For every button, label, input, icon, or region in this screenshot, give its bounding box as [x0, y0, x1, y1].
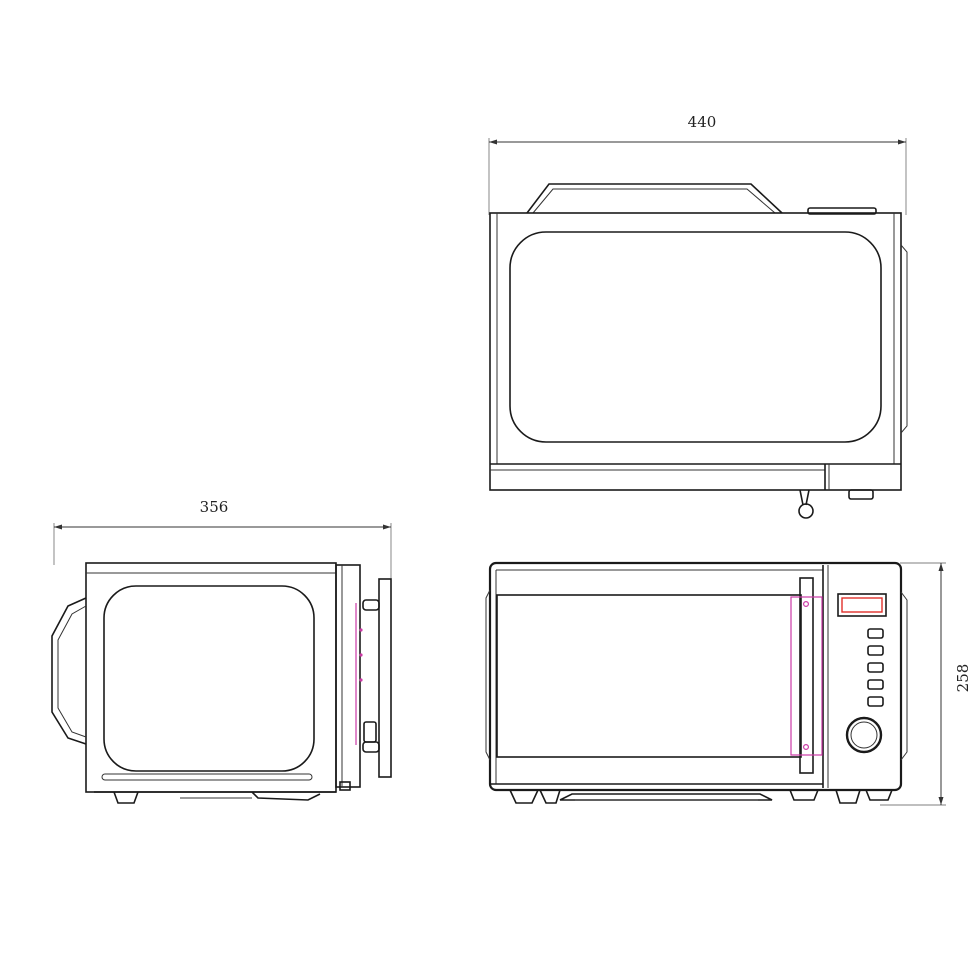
control-button-1	[867, 628, 884, 639]
depth-dimension-label: 356	[200, 498, 229, 516]
door-handle-tip	[799, 489, 810, 506]
front-window	[496, 594, 802, 758]
control-button-2	[867, 645, 884, 656]
top-view: 440	[488, 113, 908, 519]
front-view: 258	[485, 561, 972, 806]
height-dimension-label: 258	[954, 664, 972, 693]
control-knob	[845, 716, 883, 754]
knob-bottom	[848, 489, 874, 500]
top-handle	[526, 183, 783, 214]
side-door-edge	[335, 564, 361, 788]
control-button-5	[867, 696, 884, 707]
side-view: 356	[51, 498, 392, 804]
side-body	[85, 562, 337, 793]
front-door-handle	[799, 577, 814, 774]
top-knob-bump	[807, 207, 877, 215]
width-dimension-label: 440	[688, 113, 717, 131]
top-body	[489, 212, 902, 491]
side-panel	[103, 585, 315, 772]
side-handle	[51, 597, 87, 745]
side-door-handle	[378, 578, 392, 778]
front-foot-left	[509, 789, 539, 804]
display-screen	[841, 597, 883, 613]
top-window	[509, 231, 882, 443]
front-foot-right	[835, 789, 861, 804]
control-button-3	[867, 662, 884, 673]
control-button-4	[867, 679, 884, 690]
front-body	[488, 561, 903, 792]
display-frame	[837, 593, 887, 617]
